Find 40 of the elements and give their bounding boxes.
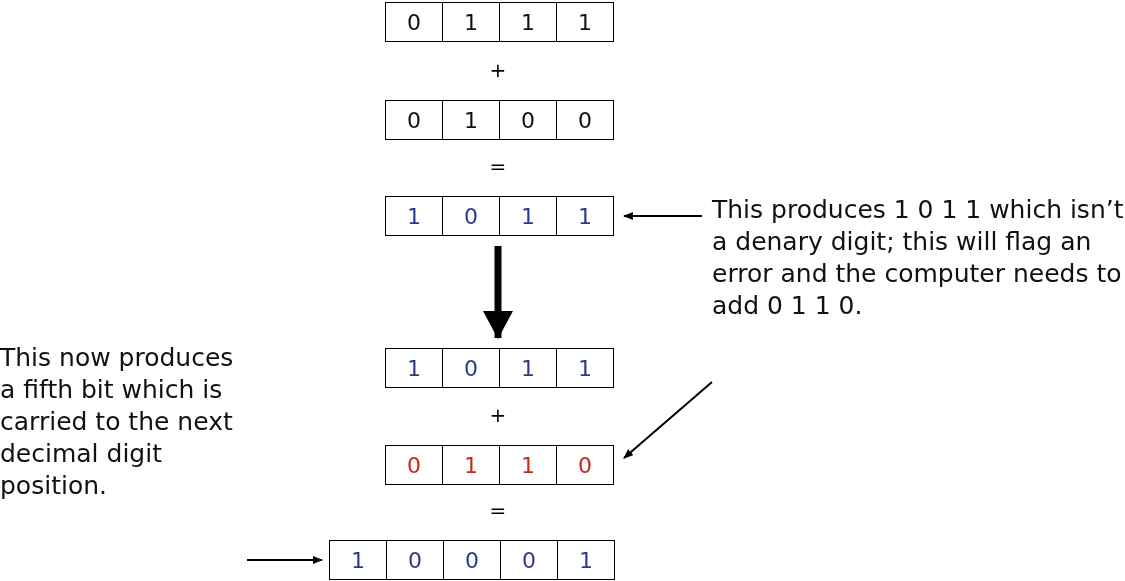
bit-digit: 0	[443, 541, 500, 579]
bit-digit: 1	[350, 546, 366, 575]
bit-digit: 1	[442, 101, 499, 139]
bit-digit: 1	[442, 446, 499, 484]
bit-digit: 0	[406, 8, 422, 37]
bit-digit: 0	[442, 197, 499, 235]
binary-number-row	[385, 100, 614, 140]
bit-digit: 0	[556, 446, 613, 484]
binary-number-row	[385, 445, 614, 485]
bit-digit: 1	[557, 541, 614, 579]
binary-number-row	[385, 2, 614, 42]
bit-digit: 0	[499, 101, 556, 139]
binary-number-row	[385, 196, 614, 236]
bit-digit: 0	[442, 349, 499, 387]
bit-digit: 1	[556, 3, 613, 41]
bit-digit: 1	[406, 354, 422, 383]
bit-digit: 1	[556, 197, 613, 235]
bit-digit: 0	[406, 451, 422, 480]
annotation-text: This now produces a fifth bit which is carried to the next decimal digit position.	[0, 342, 250, 502]
bit-digit: 0	[406, 106, 422, 135]
bit-digit: 1	[499, 446, 556, 484]
bit-digit: 1	[499, 3, 556, 41]
arrow	[246, 556, 323, 564]
binary-number-row	[385, 348, 614, 388]
annotation-text: This produces 1 0 1 1 which isn’t a denary digit; this will flag an error and the computer needs to add 0 1 1 0.	[712, 194, 1125, 322]
bit-digit: 1	[499, 197, 556, 235]
bit-digit: 1	[406, 202, 422, 231]
bit-digit: 0	[500, 541, 557, 579]
bit-digit: 0	[556, 101, 613, 139]
bit-digit: 1	[499, 349, 556, 387]
bit-digit: 1	[556, 349, 613, 387]
bit-digit: 1	[442, 3, 499, 41]
operator-sign: +	[488, 58, 508, 82]
arrow	[623, 381, 713, 459]
operator-sign: +	[488, 403, 508, 427]
arrow	[623, 212, 703, 220]
bit-digit: 0	[386, 541, 443, 579]
operator-sign: =	[488, 498, 508, 522]
binary-number-row	[329, 540, 615, 580]
operator-sign: =	[488, 154, 508, 178]
